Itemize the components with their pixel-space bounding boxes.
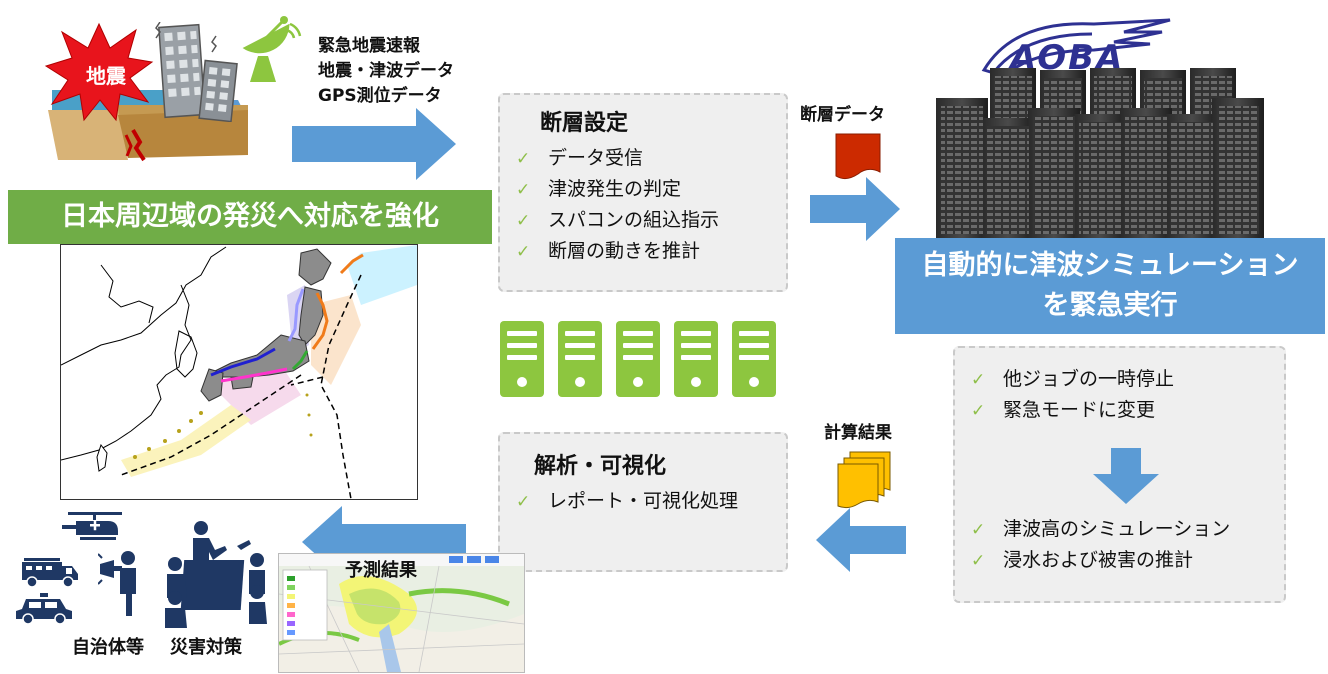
auto-simulation-line-1: 自動的に津波シミュレーション (921, 250, 1299, 281)
megaphone-person-icon (97, 550, 144, 622)
explosion-icon (44, 22, 154, 122)
fault-setting-list: ✓データ受信 ✓津波発生の判定 ✓スパコンの組込指示 ✓断層の動きを推計 (516, 143, 719, 267)
check-icon: ✓ (516, 180, 531, 200)
check-icon: ✓ (516, 211, 531, 231)
meeting-icon (165, 520, 267, 632)
incoming-data-quake-tsunami: 地震・津波データ (318, 61, 454, 81)
check-icon: ✓ (516, 149, 531, 169)
prediction-result-map (278, 553, 525, 673)
fault-data-label: 断層データ (800, 105, 885, 125)
check-icon: ✓ (971, 370, 986, 390)
local-government-label: 自治体等 (72, 637, 144, 658)
auto-simulation-banner: 自動的に津波シミュレーション を緊急実行 (895, 238, 1325, 334)
check-icon: ✓ (971, 520, 986, 540)
disaster-response-label: 災害対策 (170, 637, 242, 658)
check-icon: ✓ (971, 401, 986, 421)
emergency-ops-box: ✓他ジョブの一時停止 ✓緊急モードに変更 ✓津波高のシミュレーション ✓浸水およ… (953, 346, 1286, 603)
analysis-list: ✓レポート・可視化処理 (516, 486, 738, 517)
check-icon: ✓ (516, 492, 531, 512)
arrow-to-fault-setting (292, 108, 458, 180)
list-item: ✓断層の動きを推計 (516, 236, 719, 267)
server-icon (674, 321, 718, 397)
server-icon (500, 321, 544, 397)
aoba-logo (974, 10, 1174, 94)
fire-truck-icon (22, 556, 80, 592)
server-icon (558, 321, 602, 397)
check-icon: ✓ (971, 551, 986, 571)
explosion-label: 地震 (86, 64, 126, 88)
fault-setting-title: 断層設定 (540, 111, 629, 136)
analysis-box: 解析・可視化 ✓レポート・可視化処理 (498, 432, 788, 572)
japan-fault-map (60, 244, 418, 500)
server-icon (616, 321, 660, 397)
helicopter-icon (62, 511, 126, 547)
document-stack-icon (836, 450, 892, 516)
list-item: ✓津波発生の判定 (516, 174, 719, 205)
satellite-dish-icon (236, 12, 306, 84)
incoming-data-list: 緊急地震速報 地震・津波データ GPS測位データ (318, 34, 498, 109)
arrow-to-supercomputer (810, 177, 902, 241)
document-icon (834, 132, 882, 186)
analysis-title: 解析・可視化 (534, 454, 667, 479)
list-item: ✓津波高のシミュレーション (971, 514, 1230, 545)
calc-result-label: 計算結果 (824, 423, 892, 443)
emergency-ops-list-top: ✓他ジョブの一時停止 ✓緊急モードに変更 (971, 364, 1174, 426)
down-arrow (1091, 448, 1161, 510)
building-icon (150, 21, 240, 123)
list-item: ✓他ジョブの一時停止 (971, 364, 1174, 395)
auto-simulation-line-2: を緊急実行 (1042, 290, 1178, 321)
check-icon: ✓ (516, 242, 531, 262)
incoming-data-eew: 緊急地震速報 (318, 36, 420, 56)
list-item: ✓スパコンの組込指示 (516, 205, 719, 236)
list-item: ✓レポート・可視化処理 (516, 486, 738, 517)
prediction-result-label: 予測結果 (345, 560, 417, 581)
fault-setting-box: 断層設定 ✓データ受信 ✓津波発生の判定 ✓スパコンの組込指示 ✓断層の動きを推… (498, 93, 788, 292)
incoming-data-gps: GPS測位データ (318, 86, 442, 106)
arrow-to-analysis (814, 508, 906, 572)
region-banner: 日本周辺域の発災へ対応を強化 (8, 190, 492, 244)
server-rack-icon (930, 68, 1290, 240)
server-icon (732, 321, 776, 397)
list-item: ✓データ受信 (516, 143, 719, 174)
emergency-ops-list-bottom: ✓津波高のシミュレーション ✓浸水および被害の推計 (971, 514, 1230, 576)
police-car-icon (14, 593, 74, 629)
list-item: ✓浸水および被害の推計 (971, 545, 1230, 576)
list-item: ✓緊急モードに変更 (971, 395, 1174, 426)
